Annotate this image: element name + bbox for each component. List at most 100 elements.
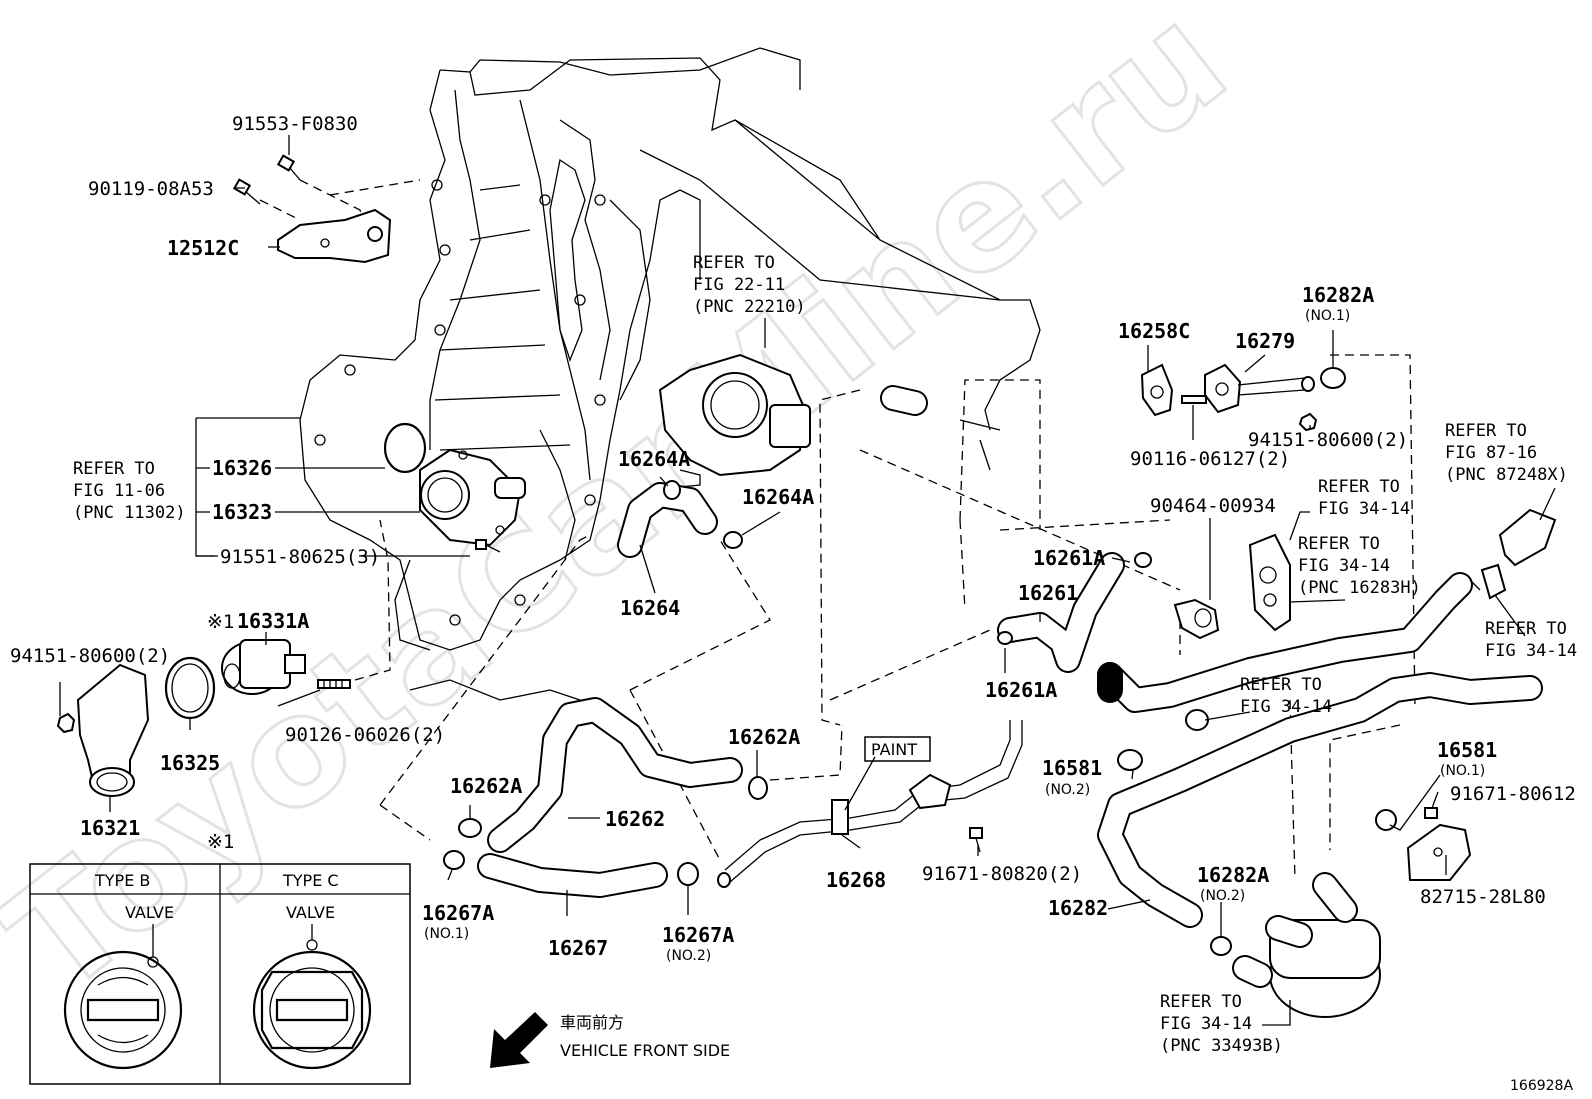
label-16331a-mark: ※1: [207, 611, 234, 633]
svg-text:REFER TO: REFER TO: [73, 459, 155, 479]
label-16261a-top: 16261A: [1033, 546, 1105, 570]
label-16264a-right: 16264A: [742, 485, 814, 509]
refer-fig-11-06: REFER TO FIG 11-06 (PNC 11302): [73, 459, 186, 523]
refer-blocks: REFER TO FIG 11-06 (PNC 11302) REFER TO …: [73, 253, 1577, 1056]
hose-16264: [617, 482, 718, 558]
legend-type-c: TYPE C: [282, 871, 339, 890]
gasket-16326: [383, 422, 427, 474]
label-16264: 16264: [620, 596, 680, 620]
dashed-guides: [259, 179, 1416, 881]
legend-type-b: TYPE B: [94, 871, 150, 890]
figure-id: 166928A: [1510, 1078, 1573, 1094]
nut-94151-left: [56, 712, 76, 734]
label-16267: 16267: [548, 936, 608, 960]
svg-text:(PNC 16283H): (PNC 16283H): [1298, 578, 1421, 598]
oil-cooler: [1232, 872, 1381, 1018]
front-arrow-icon: [490, 1012, 548, 1068]
label-16267a-no2-sub: (NO.2): [666, 948, 711, 964]
svg-text:FIG 34-14: FIG 34-14: [1485, 641, 1577, 661]
label-16267a-no2: 16267A: [662, 923, 734, 947]
label-16262a-right: 16262A: [728, 725, 800, 749]
gasket-16325: [164, 656, 216, 720]
bolt-91551: [475, 539, 501, 553]
label-16581-no2-sub: (NO.2): [1045, 782, 1090, 798]
label-94151-80600-right: 94151-80600(2): [1248, 429, 1408, 451]
label-16581-no2: 16581: [1042, 756, 1102, 780]
water-outlet-16321: [76, 663, 150, 797]
label-82715-28l80: 82715-28L80: [1420, 886, 1546, 908]
svg-text:FIG 11-06: FIG 11-06: [73, 481, 165, 501]
thermostat-type-b-icon: [63, 924, 183, 1070]
label-16279: 16279: [1235, 329, 1295, 353]
label-16261: 16261: [1018, 581, 1078, 605]
legend-valve-c: VALVE: [286, 903, 335, 922]
svg-text:(PNC 33493B): (PNC 33493B): [1160, 1036, 1283, 1056]
throttle-body: [658, 353, 811, 488]
svg-text:REFER TO: REFER TO: [1240, 675, 1322, 695]
paint-callout: PAINT: [864, 736, 931, 762]
hose-16267: [477, 853, 668, 898]
svg-text:(PNC 87248X): (PNC 87248X): [1445, 465, 1568, 485]
pipe-16279: [1204, 363, 1315, 414]
label-16282a-no1: 16282A: [1302, 283, 1374, 307]
bolt-90119: [232, 178, 261, 205]
label-90119-08a53: 90119-08A53: [88, 178, 214, 200]
vehicle-front-indicator: 車両前方 VEHICLE FRONT SIDE: [490, 1012, 730, 1068]
direction-en: VEHICLE FRONT SIDE: [560, 1041, 730, 1060]
label-16326: 16326: [212, 456, 272, 480]
label-16282a-no2: 16282A: [1197, 863, 1269, 887]
bracket-16283h: [1248, 533, 1291, 632]
label-16282: 16282: [1048, 896, 1108, 920]
label-16264a-left: 16264A: [618, 447, 690, 471]
thermostat-type-legend: ※1 TYPE B TYPE C VALVE VALVE: [29, 831, 411, 1085]
svg-text:(PNC 22210): (PNC 22210): [693, 297, 806, 317]
refer-fig-34-14-right: REFER TO FIG 34-14: [1485, 619, 1577, 661]
label-91553-f0830: 91553-F0830: [232, 113, 358, 135]
bolt-91671: [969, 807, 1438, 853]
svg-text:FIG 34-14: FIG 34-14: [1240, 697, 1332, 717]
refer-fig-34-14-top: REFER TO FIG 34-14: [1318, 477, 1410, 519]
label-90464-00934: 90464-00934: [1150, 495, 1276, 517]
label-16262a-left: 16262A: [450, 774, 522, 798]
sensor-34-14: [1480, 563, 1507, 600]
stud-90116: [1181, 395, 1207, 404]
label-90126-06026: 90126-06026(2): [285, 724, 445, 746]
label-16581-no1-sub: (NO.1): [1440, 763, 1485, 779]
svg-text:REFER TO: REFER TO: [1298, 534, 1380, 554]
stud-90126: [317, 679, 351, 689]
refer-fig-34-14-33493b: REFER TO FIG 34-14 (PNC 33493B): [1160, 992, 1283, 1056]
water-inlet-housing-16323: [419, 448, 526, 547]
clamp-bracket-90464: [1173, 598, 1220, 640]
svg-text:FIG 34-14: FIG 34-14: [1298, 556, 1390, 576]
label-16258c: 16258C: [1118, 319, 1190, 343]
svg-text:REFER TO: REFER TO: [1318, 477, 1400, 497]
svg-text:FIG 22-11: FIG 22-11: [693, 275, 785, 295]
label-16331a: 16331A: [237, 609, 309, 633]
label-16282a-no1-sub: (NO.1): [1305, 308, 1350, 324]
legend-mark: ※1: [207, 831, 234, 853]
pipe-fitting-top: [880, 385, 928, 416]
refer-fig-22-11: REFER TO FIG 22-11 (PNC 22210): [693, 253, 806, 317]
label-91671-80820: 91671-80820(2): [922, 863, 1082, 885]
fitting-87248x: [1498, 508, 1557, 567]
label-90116-06127: 90116-06127(2): [1130, 448, 1290, 470]
svg-text:REFER TO: REFER TO: [693, 253, 775, 273]
label-94151-80600-left: 94151-80600(2): [10, 645, 170, 667]
hose-16262: [487, 697, 743, 853]
label-91671-80612: 91671-80612: [1450, 783, 1576, 805]
pipe-16268: [724, 720, 1023, 883]
bracket-82715: [1406, 823, 1472, 881]
nut-94151-right: [1298, 412, 1318, 432]
label-16261a-bottom: 16261A: [985, 678, 1057, 702]
gasket-16258c: [1140, 363, 1174, 417]
label-16268: 16268: [826, 868, 886, 892]
svg-text:FIG 34-14: FIG 34-14: [1318, 499, 1410, 519]
label-16267a-no1-sub: (NO.1): [424, 926, 469, 942]
label-16267a-no1: 16267A: [422, 901, 494, 925]
part-labels: 91553-F0830 90119-08A53 12512C 16326 163…: [10, 113, 1576, 964]
label-16262: 16262: [605, 807, 665, 831]
bolt-91553: [276, 154, 301, 181]
hose-16282: [1097, 672, 1543, 928]
refer-fig-34-14-16283h: REFER TO FIG 34-14 (PNC 16283H): [1298, 534, 1421, 598]
